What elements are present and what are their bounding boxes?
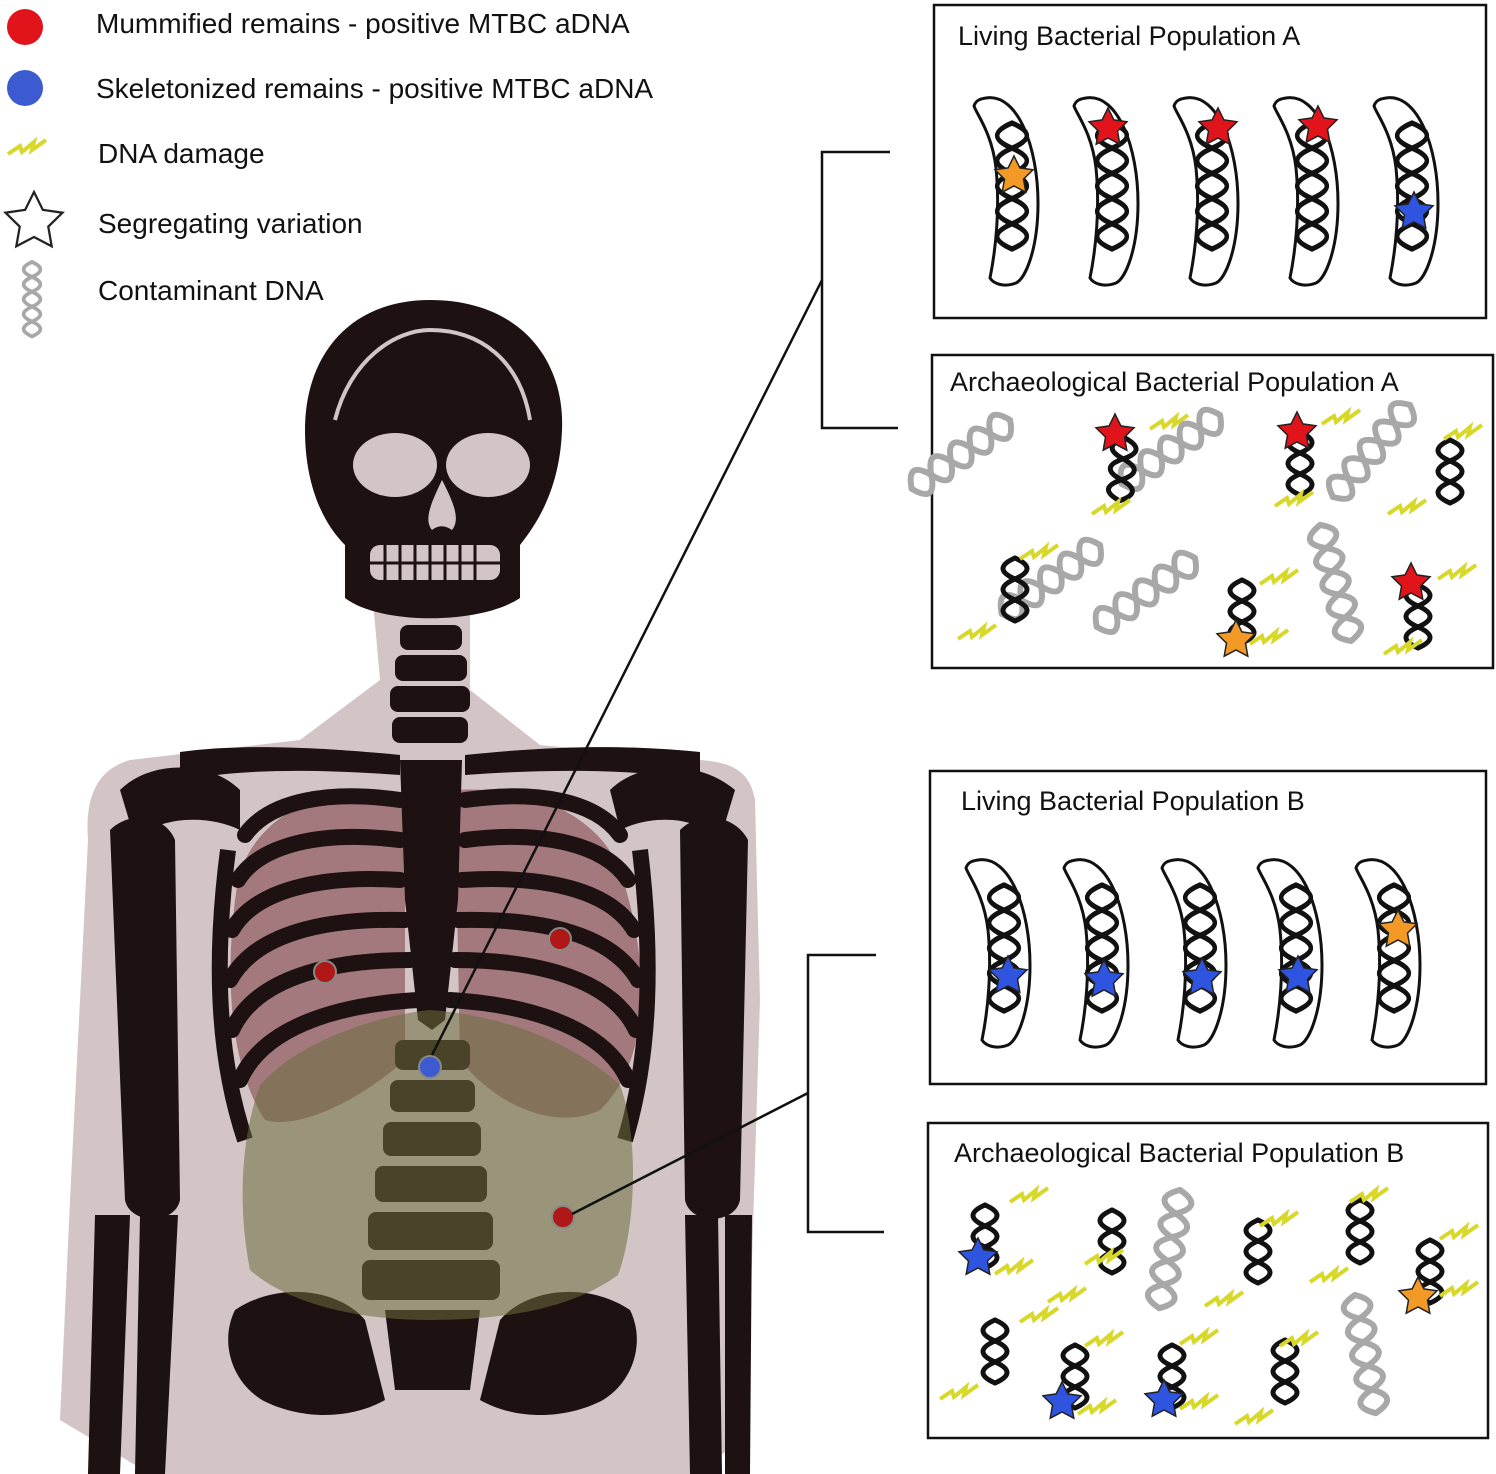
panel-living-a-title: Living Bacterial Population A	[958, 21, 1300, 51]
legend: Mummified remains - positive MTBC aDNA S…	[4, 8, 653, 339]
legend-variation-label: Segregating variation	[98, 208, 363, 239]
panel-living-b-title: Living Bacterial Population B	[961, 786, 1305, 816]
legend-variation-star-icon	[4, 190, 64, 248]
connector-lines	[430, 150, 898, 1234]
sample-marker-spine	[418, 1055, 442, 1079]
panel-archaeological-b: Archaeological Bacterial Population B	[926, 1121, 1490, 1440]
panel-living-a: Living Bacterial Population A	[932, 3, 1488, 320]
panel-living-b: Living Bacterial Population B	[928, 769, 1488, 1086]
sample-marker-lung-left	[313, 960, 337, 984]
panel-archaeological-a-title: Archaeological Bacterial Population A	[950, 367, 1399, 397]
sample-marker-lung-right	[548, 927, 572, 951]
legend-damage-label: DNA damage	[98, 138, 265, 169]
skeleton	[88, 300, 752, 1474]
abdomen-region	[242, 1010, 633, 1320]
legend-contaminant-label: Contaminant DNA	[98, 275, 324, 306]
legend-damage-icon	[6, 138, 48, 156]
legend-skeletonized-label: Skeletonized remains - positive MTBC aDN…	[96, 73, 653, 104]
panel-archaeological-a: Archaeological Bacterial Population A	[904, 353, 1495, 670]
legend-contaminant-icon	[21, 260, 43, 339]
legend-mummified-label: Mummified remains - positive MTBC aDNA	[96, 8, 630, 39]
legend-mummified-marker	[7, 9, 43, 45]
legend-skeletonized-marker	[7, 70, 43, 106]
sample-marker-abdomen	[551, 1205, 575, 1229]
panel-archaeological-b-title: Archaeological Bacterial Population B	[954, 1138, 1404, 1168]
